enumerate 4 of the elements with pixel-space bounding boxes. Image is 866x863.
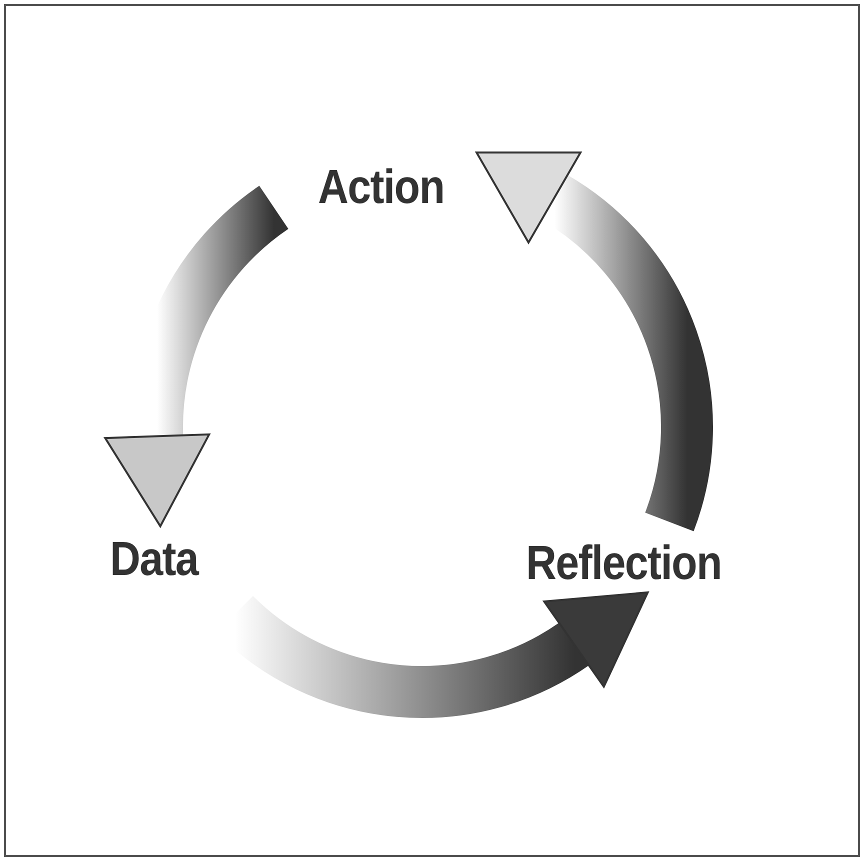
curved-arrow (104, 186, 290, 528)
cycle-label: Action (318, 164, 444, 212)
cycle-label: Data (110, 536, 198, 584)
cycle-label: Reflection (526, 540, 722, 588)
